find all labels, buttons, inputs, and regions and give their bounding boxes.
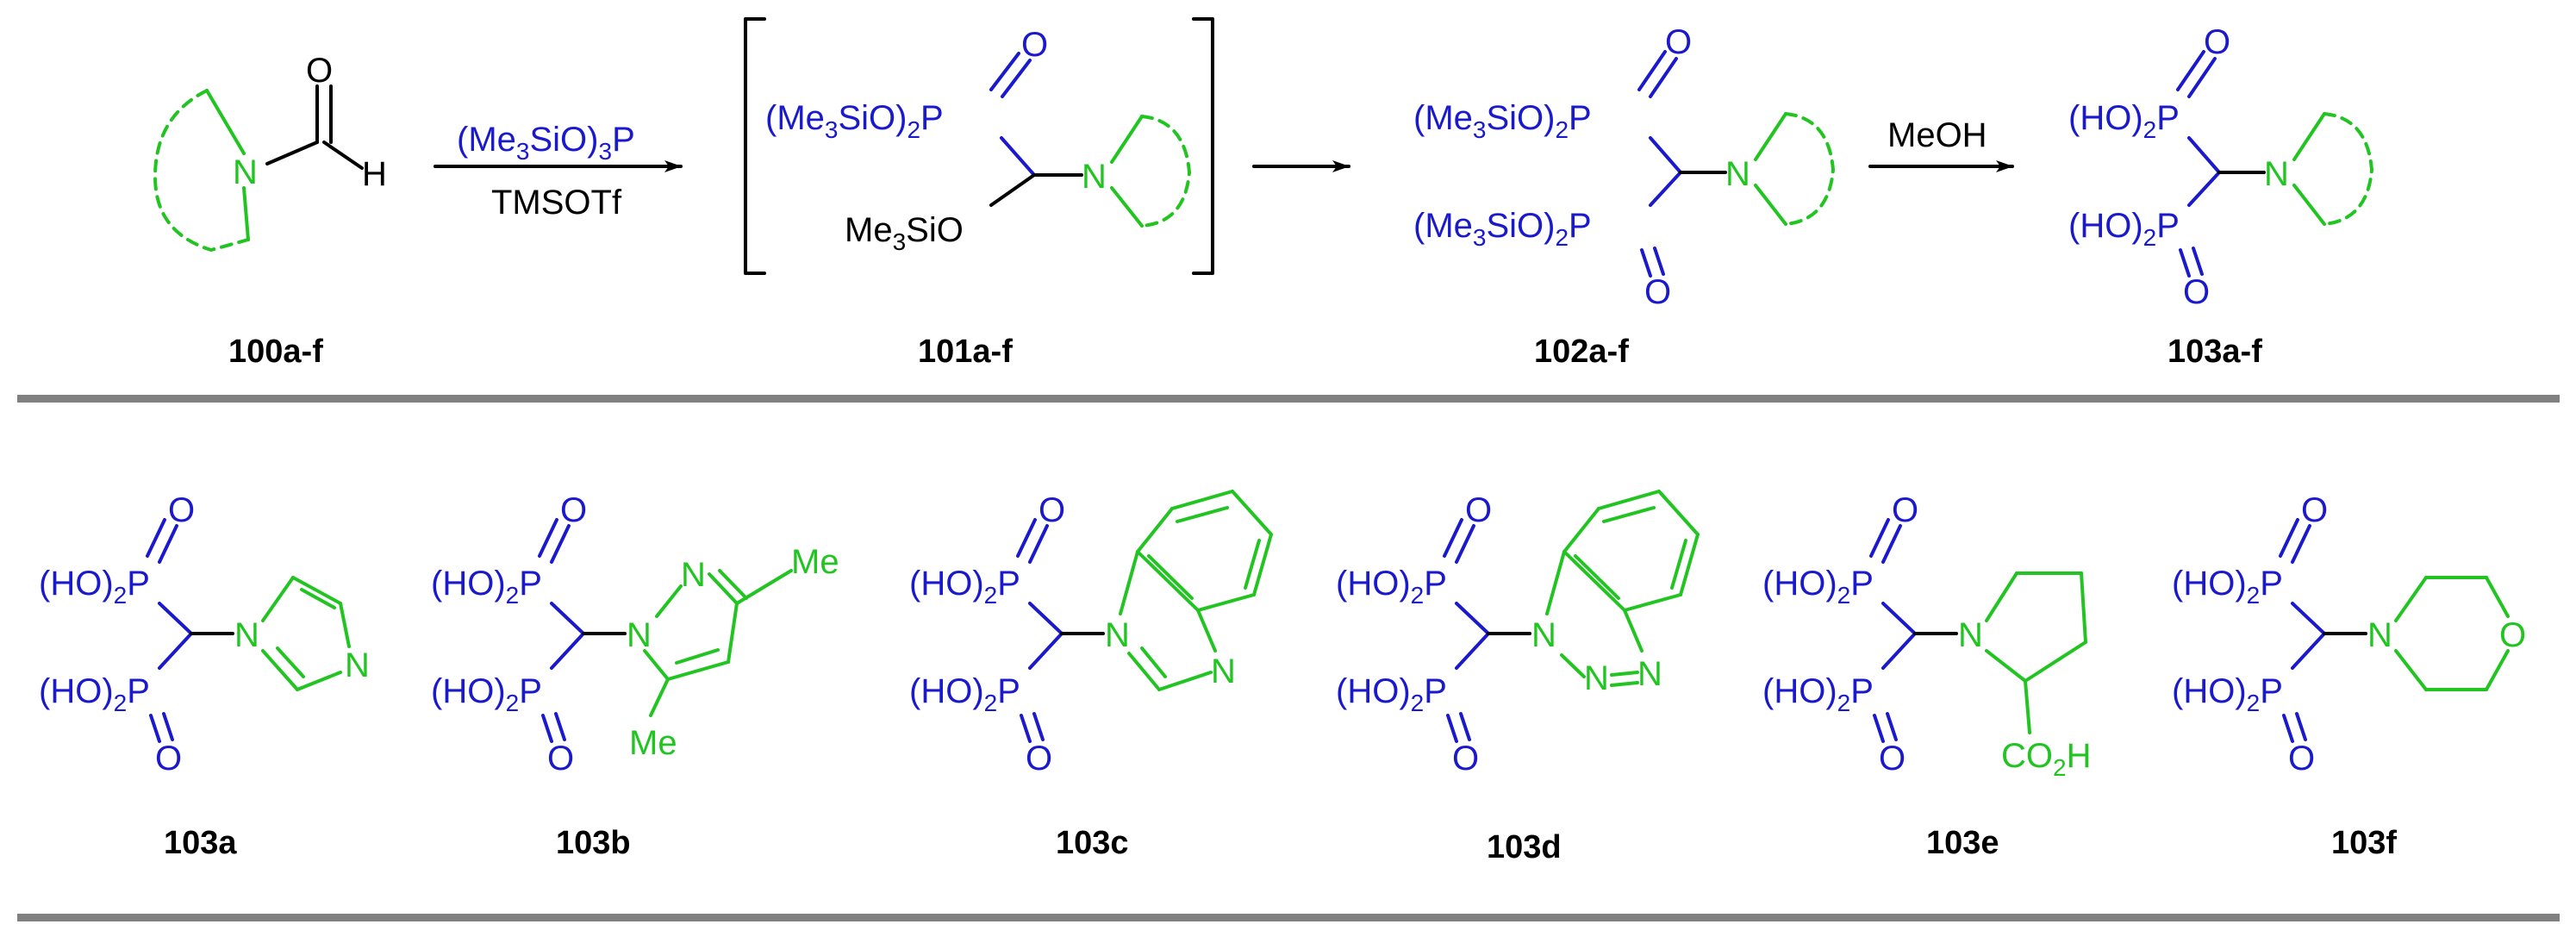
compound-103a: (HO)2P O (HO)2P O N N <box>39 491 370 778</box>
o-atom: O <box>1665 23 1692 61</box>
lower-phosphonic-acid-group: (HO)2P <box>2068 207 2180 251</box>
o-atom: O <box>306 52 333 90</box>
label-103f: 103f <box>2331 825 2397 861</box>
compound-103d: (HO)2P O (HO)2P O N N N <box>1336 490 1700 778</box>
n-atom: N <box>1211 653 1236 690</box>
carboxylic-acid-group: CO2H <box>2001 737 2091 781</box>
o-atom: O <box>1039 491 1065 529</box>
lower-phosphonic-acid-group: (HO)2P <box>2172 672 2283 716</box>
o-atom: O <box>2499 616 2526 654</box>
label-103b: 103b <box>556 825 631 861</box>
divider-top <box>17 395 2560 403</box>
n-atom: N <box>1082 158 1107 196</box>
compound-101: (Me3SiO)2P O Me3SiO N <box>744 17 1214 275</box>
divider-bottom <box>17 914 2560 921</box>
o-atom: O <box>2183 273 2210 311</box>
n-atom: N <box>1584 659 1609 697</box>
n-atom: N <box>2264 155 2289 193</box>
upper-phosphonic-acid-group: (HO)2P <box>2172 565 2283 609</box>
n-atom: N <box>1105 616 1130 654</box>
lower-phosphonic-acid-group: (HO)2P <box>1762 672 1874 716</box>
label-101: 101a-f <box>918 334 1013 370</box>
label-100: 100a-f <box>228 334 323 370</box>
o-atom: O <box>1021 26 1048 64</box>
o-atom: O <box>1892 491 1918 529</box>
n-atom: N <box>1531 616 1556 654</box>
o-atom: O <box>1879 740 1905 778</box>
label-103: 103a-f <box>2167 334 2262 370</box>
upper-phosphonic-acid-group: (HO)2P <box>431 565 542 609</box>
n-atom: N <box>1958 616 1983 654</box>
lower-phosphonic-acid-group: (HO)2P <box>1336 672 1447 716</box>
o-atom: O <box>168 491 195 529</box>
reaction-arrow-3: MeOH <box>1868 116 2014 172</box>
lower-phosphonic-acid-group: (HO)2P <box>431 672 542 716</box>
reagent-tmsotf: TMSOTf <box>491 184 622 222</box>
o-atom: O <box>2301 491 2328 529</box>
reagent-phosphite: (Me3SiO)3P <box>457 121 635 165</box>
compound-102: (Me3SiO)2P O (Me3SiO)2P O N <box>1413 23 1835 311</box>
lower-phosphonic-acid-group: (HO)2P <box>909 672 1020 716</box>
lower-phosphonic-acid-group: (HO)2P <box>39 672 150 716</box>
n-atom: N <box>627 616 652 654</box>
upper-phosphonate-group: (Me3SiO)2P <box>1413 99 1592 143</box>
o-atom: O <box>1465 491 1492 529</box>
compound-103f: (HO)2P O (HO)2P O N O <box>2172 491 2526 778</box>
o-atom: O <box>1026 740 1052 778</box>
n-atom: N <box>681 556 706 594</box>
compound-103b: (HO)2P O (HO)2P O N N Me Me <box>431 491 839 778</box>
upper-phosphonic-acid-group: (HO)2P <box>1336 565 1447 609</box>
upper-phosphonic-acid-group: (HO)2P <box>1762 565 1874 609</box>
label-103a: 103a <box>164 825 237 861</box>
label-102: 102a-f <box>1534 334 1629 370</box>
methyl-group: Me <box>629 724 677 762</box>
lower-phosphonate-group: (Me3SiO)2P <box>1413 207 1592 251</box>
o-atom: O <box>560 491 587 529</box>
upper-phosphonic-acid-group: (HO)2P <box>909 565 1020 609</box>
h-atom: H <box>362 155 387 193</box>
n-atom: N <box>233 153 258 191</box>
o-atom: O <box>547 740 574 778</box>
bis-trimethylsilyl-phosphono-group: (Me3SiO)2P <box>765 99 944 143</box>
reaction-arrow-1: (Me3SiO)3P TMSOTf <box>433 121 683 222</box>
n-atom: N <box>1725 155 1750 193</box>
reagent-methanol: MeOH <box>1887 116 1987 154</box>
n-atom: N <box>1637 655 1662 693</box>
n-atom: N <box>345 646 370 684</box>
methyl-group: Me <box>791 543 839 581</box>
upper-phosphonic-acid-group: (HO)2P <box>2068 99 2180 143</box>
o-atom: O <box>155 740 182 778</box>
compound-103c: (HO)2P O (HO)2P O N N <box>909 490 1273 778</box>
compound-103e: (HO)2P O (HO)2P O N CO2H <box>1762 491 2091 781</box>
label-103c: 103c <box>1056 825 1129 861</box>
o-atom: O <box>2204 23 2230 61</box>
n-atom: N <box>234 616 259 654</box>
o-atom: O <box>2288 740 2315 778</box>
compound-103-general: (HO)2P O (HO)2P O N <box>2068 23 2373 311</box>
upper-phosphonic-acid-group: (HO)2P <box>39 565 150 609</box>
label-103e: 103e <box>1926 825 1999 861</box>
o-atom: O <box>1452 740 1479 778</box>
label-103d: 103d <box>1487 829 1562 865</box>
n-atom: N <box>2367 616 2392 654</box>
o-atom: O <box>1644 273 1671 311</box>
compound-100: N O H <box>153 52 387 252</box>
trimethylsilyloxy-group: Me3SiO <box>845 211 964 255</box>
